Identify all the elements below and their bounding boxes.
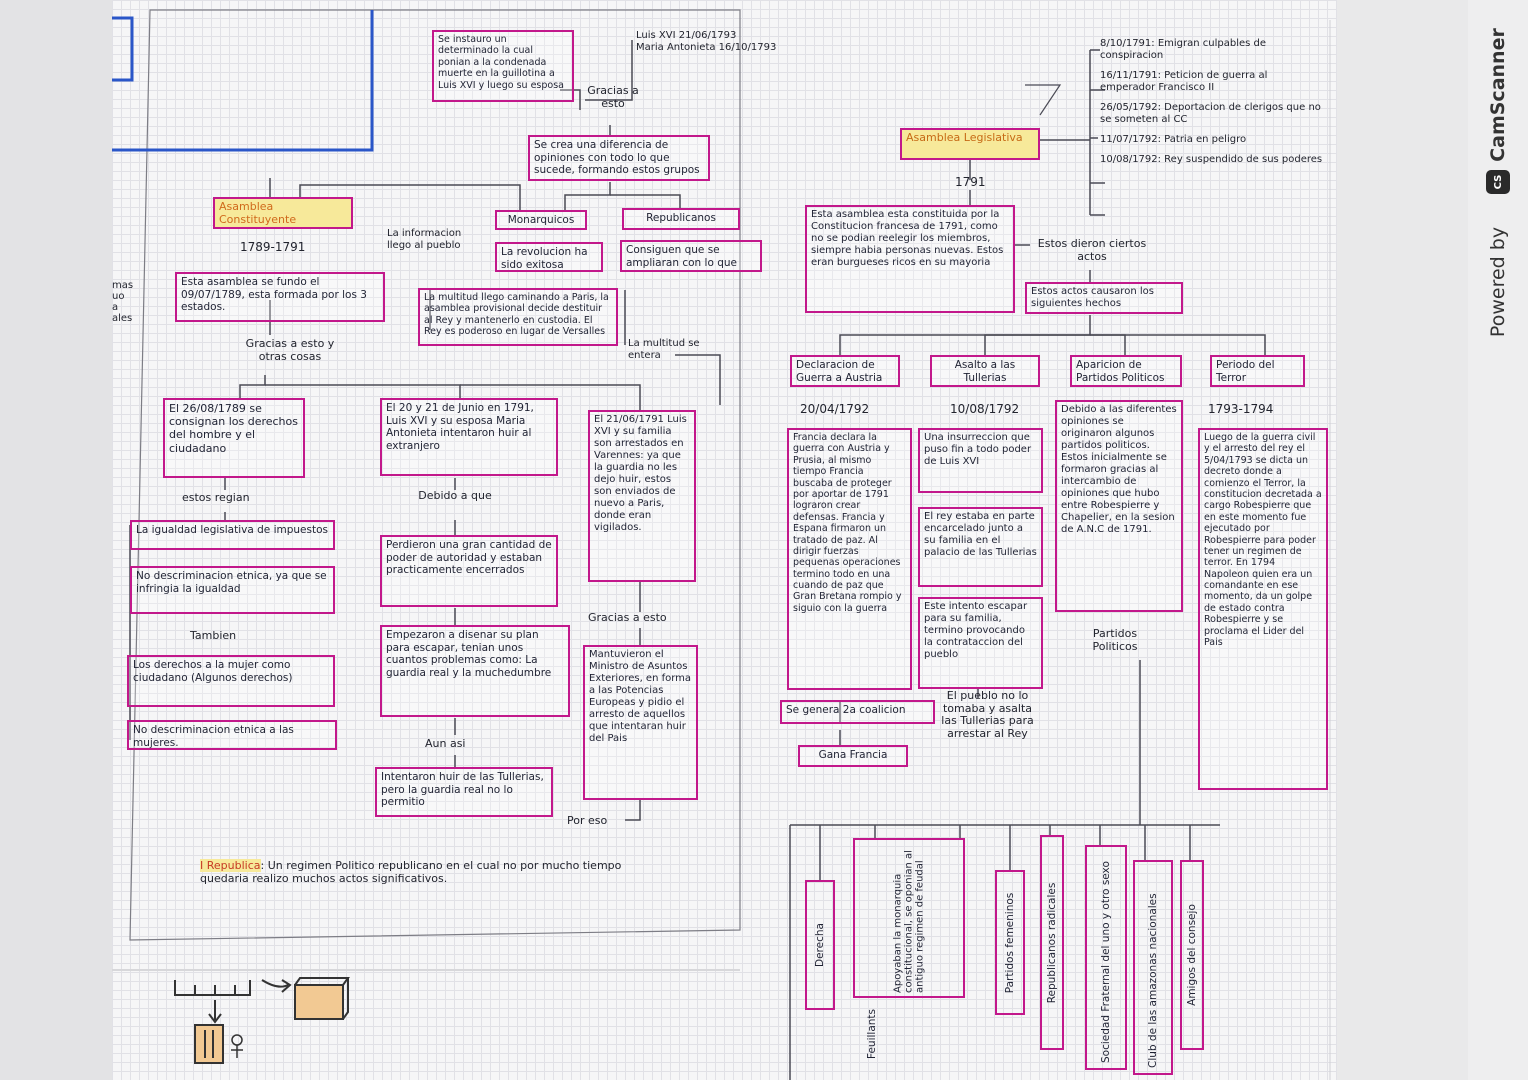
republica-note: I Republica: Un regimen Politico republi… (200, 859, 670, 885)
multitud-box: La multitud llego caminando a Paris, la … (418, 288, 618, 346)
coalicion-box: Se genera 2a coalicion (780, 700, 935, 724)
party-republicanos: Republicanos radicales (1040, 835, 1064, 1050)
partidos-title: Aparicion de Partidos Politicos (1070, 355, 1182, 387)
party-sociedad: Sociedad Fraternal del uno y otro sexo (1085, 845, 1127, 1070)
leg-date-1: 8/10/1791: Emigran culpables de conspira… (1100, 38, 1267, 61)
leg-date-2: 16/11/1791: Peticion de guerra al empera… (1100, 70, 1268, 93)
declaracion-date: 20/04/1792 (800, 402, 870, 416)
paper-page (112, 0, 1337, 1080)
igualdad-box: La igualdad legislativa de impuestos (130, 520, 335, 550)
party-label: Club de las amazonas nacionales (1147, 892, 1159, 1068)
diferencia-box: Se crea una diferencia de opiniones con … (528, 135, 710, 181)
etnica-mujer-box: No descriminacion etnica a las mujeres. (127, 720, 337, 750)
left-edge-line: a (112, 302, 119, 313)
terror-title: Periodo del Terror (1210, 355, 1305, 387)
declaracion-title: Declaracion de Guerra a Austria (790, 355, 900, 387)
royals-dates: Luis XVI 21/06/1793 Maria Antonieta 16/1… (636, 30, 776, 53)
asamblea-constituyente-title: Asamblea Constituyente (213, 197, 353, 229)
royal-maria: Maria Antonieta 16/10/1793 (636, 41, 777, 53)
left-edge-line: uo (112, 291, 125, 302)
party-derecha: Derecha (805, 880, 835, 1010)
party-amigos: Amigos del consejo (1180, 860, 1204, 1050)
party-amazonas: Club de las amazonas nacionales (1133, 860, 1173, 1075)
gracias-label: Gracias a esto (587, 84, 639, 110)
legislativa-desc-box: Esta asamblea esta constituida por la Co… (805, 205, 1015, 313)
party-feuillants: Feuillants (858, 990, 886, 1078)
partidos-label: Partidos Politicos (1092, 627, 1138, 653)
party-label: Sociedad Fraternal del uno y otro sexo (1100, 860, 1112, 1063)
perdieron-box: Perdieron una gran cantidad de poder de … (380, 535, 558, 607)
informacion-label: La informacion llego al pueblo (387, 228, 462, 251)
left-edge-line: ales (112, 313, 133, 324)
multitud-entera-label: La multitud se entera (628, 338, 700, 361)
party-label: Partidos femeninos (1004, 892, 1016, 993)
debido-label: Debido a que (418, 489, 492, 502)
partidos-text: Debido a las diferentes opiniones se ori… (1055, 400, 1183, 612)
party-label: Feuillants (866, 1008, 878, 1060)
founded-box: Esta asamblea se fundo el 09/07/1789, es… (175, 272, 385, 322)
left-edge-fragment: mas uo a ales (112, 280, 133, 324)
empezaron-box: Empezaron a disenar su plan para escapar… (380, 625, 570, 717)
monarquicos-text: La revolucion ha sido exitosa (495, 242, 603, 272)
asalto-text-3: Este intento escapar para su familia, te… (918, 597, 1043, 689)
left-edge-line: mas (112, 280, 134, 291)
mujer-box: Los derechos a la mujer como ciudadano (… (127, 655, 335, 707)
party-label: Republicanos radicales (1046, 882, 1058, 1003)
asalto-title: Asalto a las Tullerias (930, 355, 1040, 387)
leg-date-5: 10/08/1792: Rey suspendido de sus podere… (1100, 154, 1323, 165)
estos-actos-box: Estos actos causaron los siguientes hech… (1025, 282, 1183, 314)
party-label: Apoyaban la monarquia constitucional, se… (892, 850, 926, 993)
arrestados-box: El 21/06/1791 Luis XVI y su familia son … (588, 410, 696, 582)
asalto-text-1: Una insurreccion que puso fin a todo pod… (918, 428, 1043, 493)
gana-francia-box: Gana Francia (798, 745, 908, 767)
watermark-powered: Powered by (1487, 226, 1509, 338)
terror-date: 1793-1794 (1208, 402, 1274, 416)
note-key: I Republica (200, 859, 261, 872)
execution-box: Se instauro un determinado la cual ponia… (432, 30, 574, 102)
party-femeninos: Partidos femeninos (995, 870, 1025, 1015)
watermark-logo: CS (1486, 170, 1510, 194)
party-label: Amigos del consejo (1186, 904, 1198, 1006)
declaracion-text: Francia declara la guerra con Austria y … (787, 428, 912, 690)
mantuvo-box: Mantuvieron el Ministro de Asuntos Exter… (583, 645, 698, 800)
republicanos-box: Republicanos (622, 208, 740, 230)
asalto-text-2: El rey estaba en parte encarcelado junto… (918, 507, 1043, 587)
estos-dieron-label: Estos dieron ciertos actos (1037, 237, 1147, 263)
legislativa-dates: 8/10/1791: Emigran culpables de conspira… (1100, 38, 1325, 166)
tambien-label: Tambien (190, 629, 237, 642)
gracias-otras-label: Gracias a esto y otras cosas (245, 337, 335, 363)
leg-date-3: 26/05/1792: Deportacion de clerigos que … (1100, 102, 1321, 125)
asalto-date: 10/08/1792 (950, 402, 1020, 416)
leg-date-4: 11/07/1792: Patria en peligro (1100, 134, 1247, 145)
derechos-box: El 26/08/1789 se consignan los derechos … (163, 398, 305, 478)
gracias-esto-label: Gracias a esto (588, 611, 667, 624)
party-label: Derecha (814, 923, 826, 967)
note-text: : Un regimen Politico republicano en el … (200, 859, 622, 885)
asamblea-legislativa-title: Asamblea Legislativa (900, 128, 1040, 160)
por-eso-label: Por eso (567, 814, 608, 827)
scanner-left-margin (0, 0, 112, 1080)
intentaron-box: Intentaron huir de las Tullerias, pero l… (375, 767, 553, 817)
monarquicos-box: Monarquicos (495, 210, 587, 230)
party-apoyaban: Apoyaban la monarquia constitucional, se… (853, 838, 965, 998)
watermark-brand: CamScanner (1487, 28, 1509, 162)
terror-text: Luego de la guerra civil y el arresto de… (1198, 428, 1328, 790)
watermark-strip: CS CamScanner Powered by (1468, 0, 1528, 1080)
no-discriminacion-box: No descriminacion etnica, ya que se infr… (130, 566, 335, 614)
estos-regian-label: estos regian (182, 491, 250, 504)
legislativa-year: 1791 (955, 175, 986, 189)
republicanos-text: Consiguen que se ampliaran con lo que su… (620, 240, 762, 272)
royal-luis: Luis XVI 21/06/1793 (636, 30, 737, 41)
asalto-text-4: El pueblo no lo tomaba y asalta las Tull… (941, 689, 1034, 740)
junio-box: El 20 y 21 de Junio en 1791, Luis XVI y … (380, 398, 558, 476)
aun-asi-label: Aun asi (425, 737, 466, 750)
constituyente-years: 1789-1791 (240, 240, 306, 254)
